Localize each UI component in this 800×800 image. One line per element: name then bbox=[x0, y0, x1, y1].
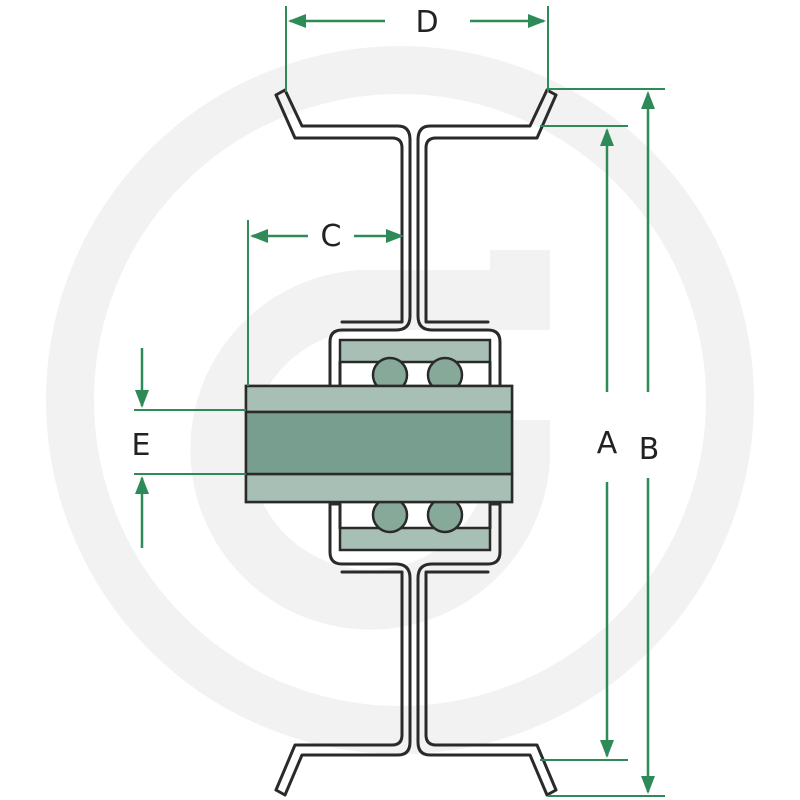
pulley-flange-profile bbox=[274, 88, 558, 797]
bearing-bottom bbox=[328, 496, 502, 552]
dimension-e: E bbox=[132, 348, 246, 548]
dimension-label-a: A bbox=[597, 426, 618, 461]
dimension-c: C bbox=[247, 219, 404, 386]
hub-sleeve bbox=[244, 384, 514, 504]
dimension-label-e: E bbox=[132, 428, 151, 463]
dimension-label-b: B bbox=[639, 432, 660, 467]
dimension-a: A bbox=[540, 125, 628, 761]
dimension-label-c: C bbox=[321, 219, 342, 254]
bearing-top bbox=[328, 338, 502, 394]
dimension-d: D bbox=[285, 5, 549, 92]
dimension-b: B bbox=[548, 88, 665, 797]
dimension-label-d: D bbox=[415, 5, 438, 40]
